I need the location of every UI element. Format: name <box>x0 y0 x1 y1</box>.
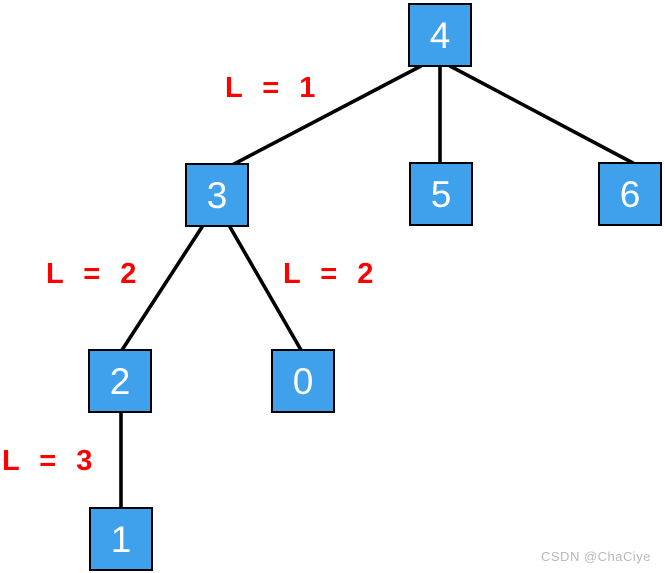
tree-node-4: 4 <box>408 3 472 67</box>
tree-node-1: 1 <box>89 507 153 571</box>
tree-node-5: 5 <box>409 162 473 226</box>
edge-3-2 <box>120 225 204 352</box>
tree-node-0: 0 <box>271 349 335 413</box>
edge-label-l2-right: L = 2 <box>283 258 375 290</box>
watermark-text: CSDN @ChaCiye <box>541 549 651 564</box>
tree-node-6: 6 <box>598 162 662 226</box>
edge-label-l2-left: L = 2 <box>46 258 138 290</box>
edge-3-0 <box>228 225 303 352</box>
edge-label-l1: L = 1 <box>225 72 317 104</box>
edge-label-l3: L = 3 <box>2 445 94 477</box>
edge-4-3 <box>232 64 423 166</box>
tree-node-3: 3 <box>185 163 249 227</box>
edge-4-6 <box>448 64 635 165</box>
tree-node-2: 2 <box>88 349 152 413</box>
